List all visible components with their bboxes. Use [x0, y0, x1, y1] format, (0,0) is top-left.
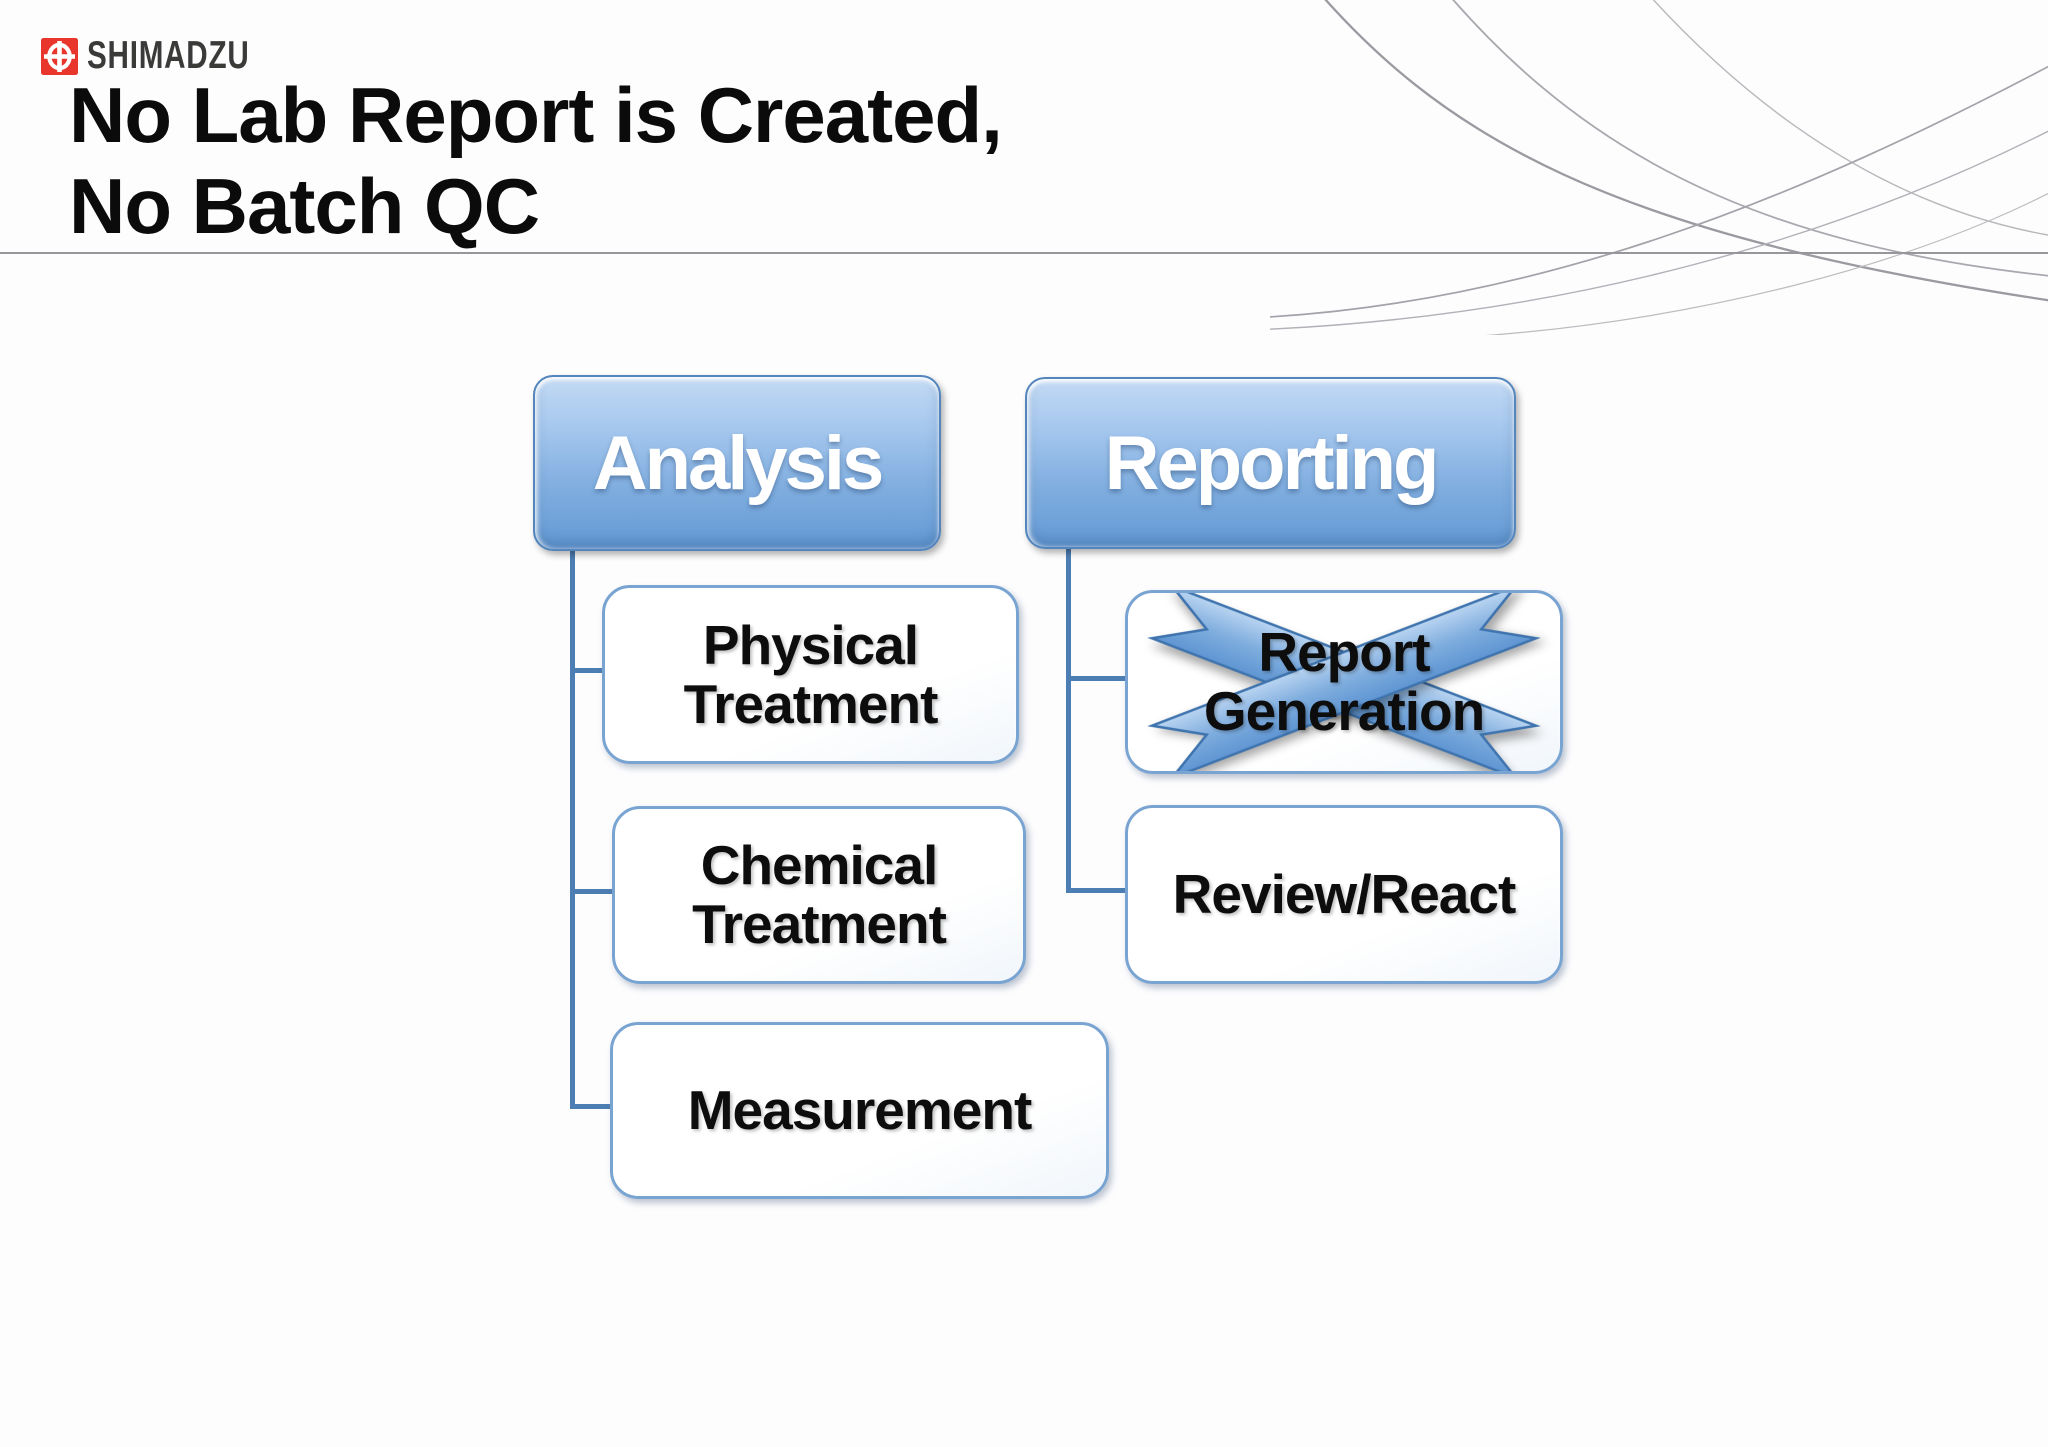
page-title-line2: No Batch QC	[69, 162, 540, 250]
node-analysis-label: Analysis	[592, 420, 885, 506]
node-physical-treatment: Physical Treatment	[602, 585, 1019, 764]
node-physical-treatment-label: Physical Treatment	[683, 613, 939, 735]
node-analysis: Analysis	[533, 375, 941, 551]
node-review-react: Review/React	[1125, 805, 1563, 984]
node-chemical-treatment: Chemical Treatment	[612, 806, 1026, 984]
connector-reporting-branch-2	[1066, 888, 1127, 893]
page-title-line1: No Lab Report is Created,	[69, 71, 1003, 159]
node-report-generation: Report Generation	[1125, 590, 1563, 774]
connector-reporting-branch-1	[1066, 676, 1127, 681]
connector-analysis-branch-3	[570, 1104, 612, 1109]
decorative-swoosh-curves	[1270, 0, 2048, 335]
shimadzu-logotype: SHIMADZU	[87, 34, 250, 77]
crossed-out-x-icon	[1147, 593, 1541, 771]
node-measurement-label: Measurement	[687, 1079, 1033, 1142]
connector-analysis-trunk	[570, 547, 575, 1109]
node-measurement: Measurement	[610, 1022, 1109, 1199]
shimadzu-logo: SHIMADZU	[41, 34, 301, 78]
connector-reporting-trunk	[1066, 545, 1071, 893]
connector-analysis-branch-1	[570, 668, 604, 673]
header-divider	[0, 252, 2048, 254]
node-review-react-label: Review/React	[1172, 863, 1517, 926]
node-reporting-label: Reporting	[1104, 420, 1440, 506]
node-reporting: Reporting	[1025, 377, 1516, 549]
page-title: No Lab Report is Created, No Batch QC	[69, 70, 1003, 252]
node-report-generation-label: Report Generation	[1203, 621, 1485, 742]
connector-analysis-branch-2	[570, 889, 614, 894]
node-chemical-treatment-label: Chemical Treatment	[692, 834, 947, 955]
shimadzu-mark-icon	[41, 37, 78, 75]
